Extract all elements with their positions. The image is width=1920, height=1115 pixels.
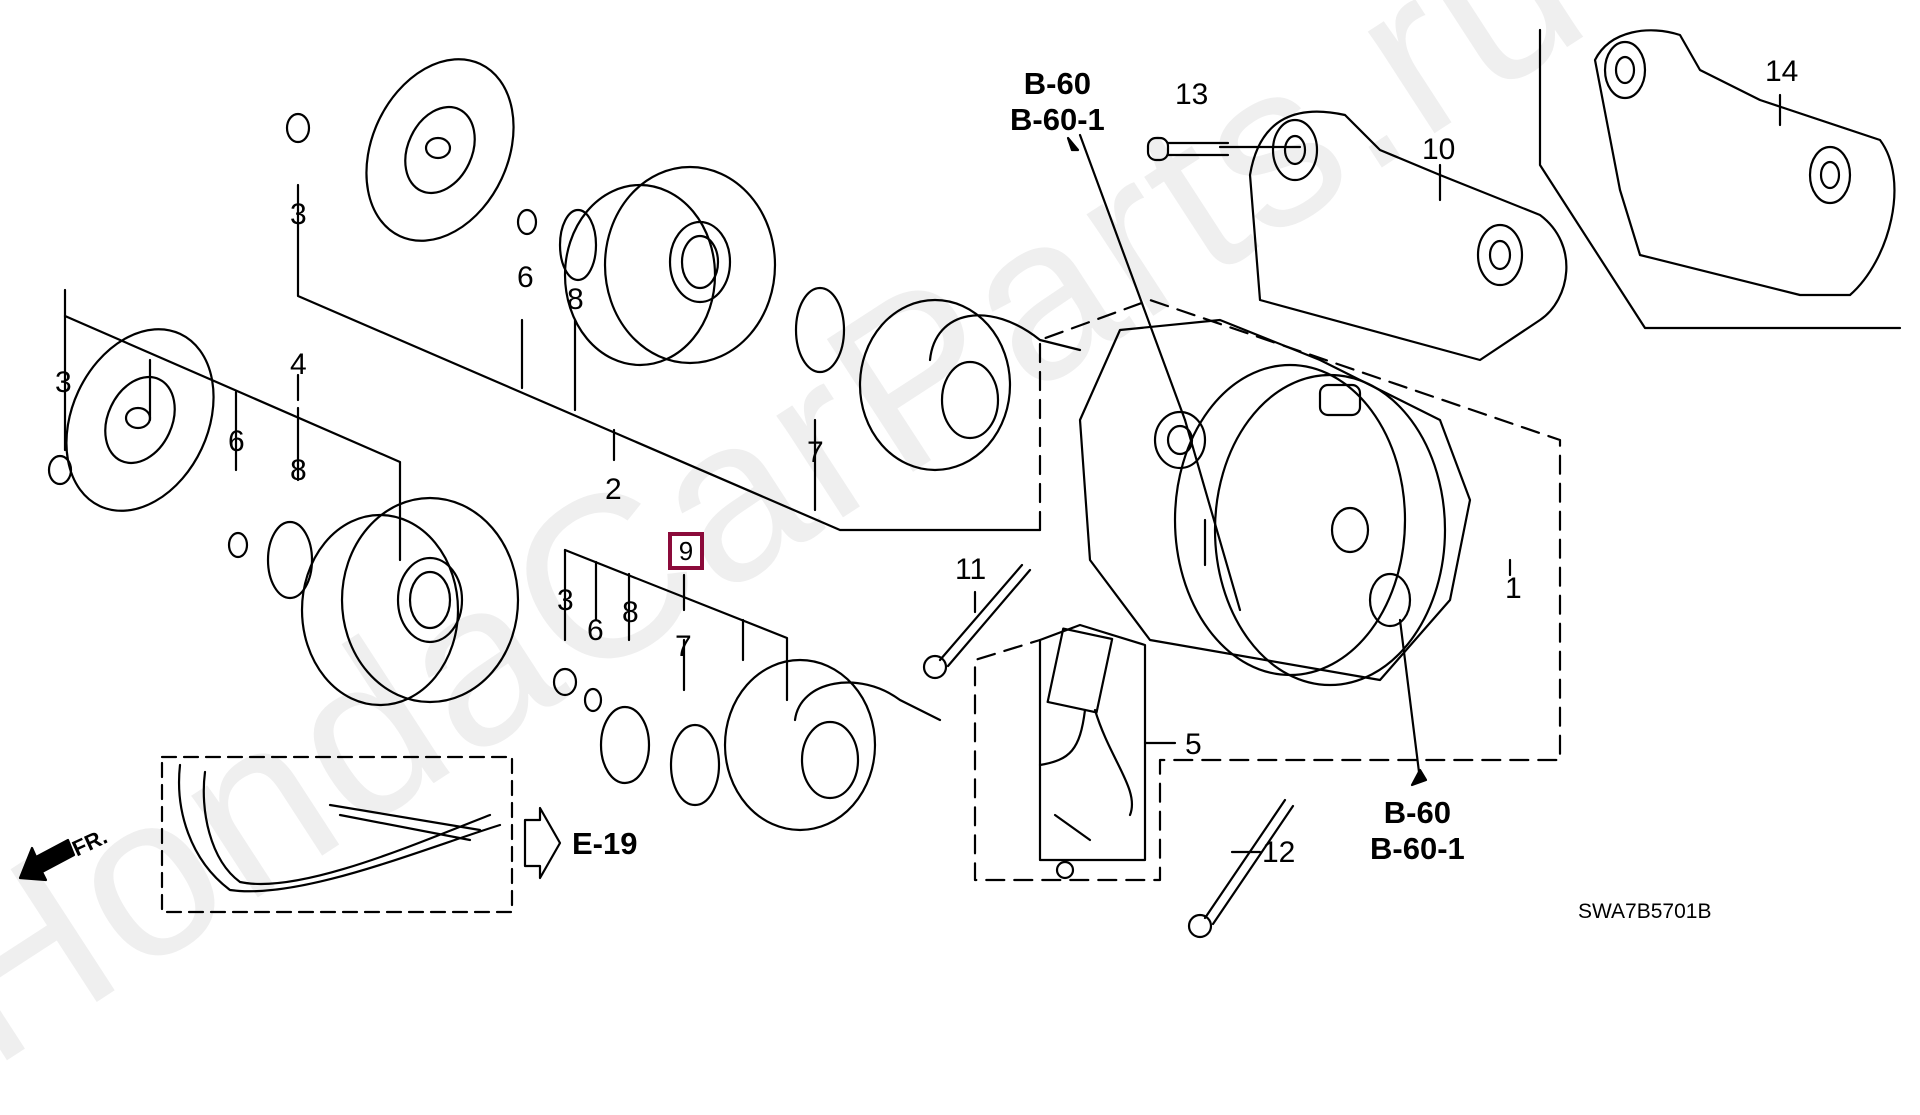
reference-belt[interactable]: E-19 xyxy=(572,826,638,861)
part-label-9-highlighted[interactable]: 9 xyxy=(668,532,704,570)
part-label-7[interactable]: 7 xyxy=(675,630,692,663)
ref-arrow-top xyxy=(1066,136,1080,152)
drive-belt xyxy=(178,763,502,893)
part-label-3[interactable]: 3 xyxy=(290,198,307,231)
reference-bottom-line2[interactable]: B-60-1 xyxy=(1370,830,1465,866)
e19-arrow xyxy=(523,806,562,880)
bolt-13 xyxy=(1146,136,1230,162)
pulley-upper xyxy=(563,165,777,367)
diagram-drawing xyxy=(18,28,1902,939)
part-label-6[interactable]: 6 xyxy=(228,425,245,458)
wire-harness xyxy=(1038,627,1134,880)
part-label-10[interactable]: 10 xyxy=(1422,133,1456,166)
reference-bottom[interactable]: B-60 B-60-1 xyxy=(1370,795,1465,866)
part-label-4[interactable]: 4 xyxy=(290,348,307,381)
reference-bottom-line1[interactable]: B-60 xyxy=(1383,795,1451,830)
front-arrow xyxy=(18,838,76,882)
part-label-8[interactable]: 8 xyxy=(290,454,307,487)
clutch-plate-upper xyxy=(365,58,515,242)
field-coil-lower xyxy=(723,658,942,832)
harness-box xyxy=(1038,623,1147,862)
nut-icons xyxy=(47,112,603,713)
snap-rings xyxy=(266,208,846,807)
bolt-12 xyxy=(1187,798,1295,939)
part-label-12[interactable]: 12 xyxy=(1262,836,1296,869)
field-coil-upper xyxy=(858,298,1082,472)
bolt-11 xyxy=(922,563,1032,680)
part-label-7[interactable]: 7 xyxy=(807,436,824,469)
part-label-8[interactable]: 8 xyxy=(622,596,639,629)
clutch-plate-lower xyxy=(65,328,215,512)
part-label-6[interactable]: 6 xyxy=(587,614,604,647)
part-label-11[interactable]: 11 xyxy=(955,553,987,586)
leader-lines xyxy=(63,93,1782,854)
bracket-10 xyxy=(1248,110,1568,362)
belt-inset-box xyxy=(160,755,514,914)
bracket-14 xyxy=(1593,29,1896,297)
part-label-2[interactable]: 2 xyxy=(605,473,622,506)
part-label-8[interactable]: 8 xyxy=(567,283,584,316)
compressor-boundary xyxy=(973,298,1562,882)
part-label-3[interactable]: 3 xyxy=(557,584,574,617)
reference-top-line2[interactable]: B-60-1 xyxy=(1010,101,1105,137)
ref-arrow-bottom xyxy=(1410,768,1428,787)
compressor xyxy=(1078,318,1472,687)
part-label-5[interactable]: 5 xyxy=(1185,728,1202,761)
part-label-14[interactable]: 14 xyxy=(1765,55,1799,88)
inset-frame xyxy=(1538,28,1902,330)
pulley-lower xyxy=(300,496,520,707)
reference-top-line1[interactable]: B-60 xyxy=(1023,66,1091,101)
reference-top[interactable]: B-60 B-60-1 xyxy=(1010,66,1105,137)
part-label-1[interactable]: 1 xyxy=(1505,572,1522,605)
diagram-code: SWA7B5701B xyxy=(1578,900,1712,923)
part-label-13[interactable]: 13 xyxy=(1175,78,1209,111)
part-label-3[interactable]: 3 xyxy=(55,366,72,399)
part-label-6[interactable]: 6 xyxy=(517,261,534,294)
